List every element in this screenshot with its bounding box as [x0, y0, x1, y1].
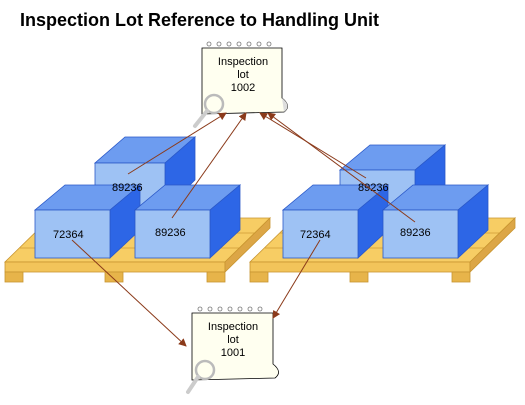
- lot-number: 1001: [221, 347, 245, 359]
- box-left-bottom-left: [33, 184, 142, 259]
- box-right-bottom-left: [281, 184, 390, 259]
- box-label: 89236: [358, 182, 389, 194]
- diagram-title: Inspection Lot Reference to Handling Uni…: [20, 10, 380, 30]
- box-right-bottom-right: [381, 184, 490, 259]
- box-label: 72364: [300, 229, 331, 241]
- reference-arrows: [71, 112, 416, 347]
- box-label: 72364: [53, 229, 84, 241]
- arrow-box-to-lot-1002: [127, 112, 227, 175]
- arrow-box-to-lot-1002: [259, 112, 367, 179]
- inspection-lot-document-bottom: [186, 306, 279, 394]
- lot-label-line1: Inspection: [218, 56, 268, 68]
- arrow-box-to-lot-1001: [272, 239, 321, 319]
- arrow-box-to-lot-1001: [71, 239, 187, 347]
- box-label: 89236: [400, 227, 431, 239]
- magnifier-icon: [193, 93, 225, 128]
- lot-label-line2: lot: [227, 334, 239, 346]
- box-label: 89236: [155, 227, 186, 239]
- lot-label-line1: Inspection: [208, 321, 258, 333]
- arrow-box-to-lot-1002: [171, 112, 247, 219]
- arrow-box-to-lot-1002: [267, 112, 416, 223]
- lot-number: 1002: [231, 82, 255, 94]
- lot-label-line2: lot: [237, 69, 249, 81]
- box-label: 89236: [112, 182, 143, 194]
- magnifier-icon: [186, 359, 216, 394]
- inspection-lot-document-top: [193, 41, 288, 128]
